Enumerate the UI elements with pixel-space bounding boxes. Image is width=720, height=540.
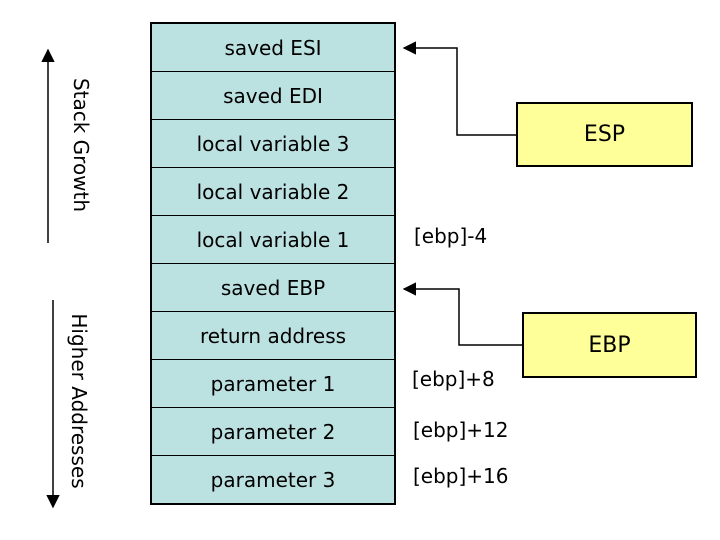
- stack-row-saved-edi: saved EDI: [152, 72, 394, 120]
- stack-row-local-var-2: local variable 2: [152, 168, 394, 216]
- offset-annotation-ebp-plus-16: [ebp]+16: [413, 464, 509, 488]
- stack-row-parameter-3: parameter 3: [210, 467, 336, 492]
- higher-addresses-label: Higher Addresses: [67, 313, 91, 489]
- stack-row-local-var-1: local variable 1: [152, 216, 394, 264]
- esp-register-box: ESP: [516, 102, 693, 167]
- stack-row-parameter-1: parameter 1: [152, 360, 394, 408]
- offset-annotation-ebp-minus-4: [ebp]-4: [414, 224, 488, 248]
- esp-register-label: ESP: [583, 122, 626, 147]
- stack-memory-column: saved ESI saved EDI local variable 3 loc…: [150, 22, 396, 505]
- stack-growth-label: Stack Growth: [69, 77, 93, 213]
- offset-annotation-ebp-plus-12: [ebp]+12: [413, 418, 509, 442]
- stack-row-saved-ebp: saved EBP: [152, 264, 394, 312]
- stack-row-parameter-2: parameter 2: [152, 408, 394, 456]
- ebp-register-box: EBP: [522, 312, 697, 378]
- ebp-register-label: EBP: [588, 332, 631, 358]
- stack-row-local-var-3: local variable 3: [152, 120, 394, 168]
- stack-row-saved-esi: saved ESI: [152, 24, 394, 72]
- ebp-pointer-line: [402, 282, 522, 346]
- offset-annotation-ebp-plus-8: [ebp]+8: [412, 367, 495, 391]
- stack-row-return-address: return address: [152, 312, 394, 360]
- esp-pointer-line: [402, 41, 516, 136]
